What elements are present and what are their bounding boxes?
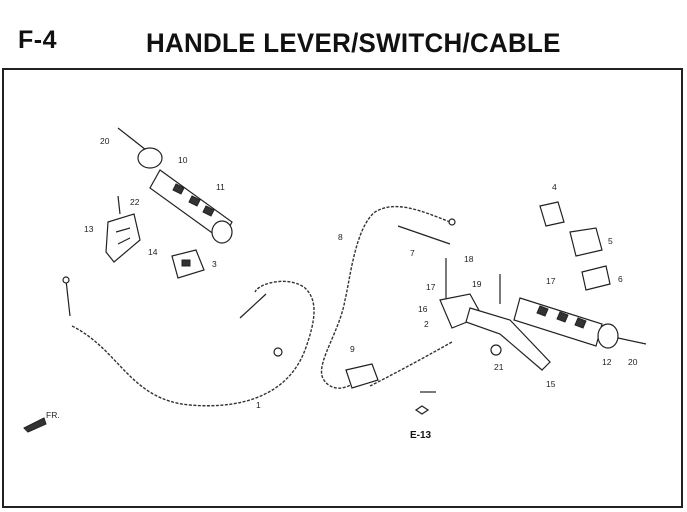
reference-label: E-13 bbox=[410, 430, 432, 441]
cable-8-end bbox=[448, 218, 456, 226]
bracket-screw bbox=[117, 195, 121, 215]
callout-17-left: 17 bbox=[426, 282, 436, 292]
front-marker-label: FR. bbox=[46, 410, 60, 420]
left-bracket-body bbox=[105, 213, 141, 263]
part-9-body bbox=[345, 363, 379, 389]
left-grip-pattern bbox=[172, 183, 215, 217]
left-switch bbox=[171, 249, 205, 279]
throttle-housing bbox=[345, 341, 453, 393]
callout-5: 5 bbox=[608, 236, 613, 246]
throttle-grip-pattern bbox=[536, 305, 587, 329]
callout-21: 21 bbox=[494, 362, 504, 372]
callout-20-left: 20 bbox=[100, 136, 110, 146]
callout-11: 11 bbox=[216, 182, 225, 192]
cable-1-sheath bbox=[71, 280, 315, 407]
callout-6: 6 bbox=[618, 274, 623, 284]
callout-17-right: 17 bbox=[546, 276, 556, 286]
callout-19: 19 bbox=[472, 279, 482, 289]
throttle-grip bbox=[513, 297, 603, 347]
right-grip-assembly bbox=[513, 297, 647, 349]
page-title: HANDLE LEVER/SWITCH/CABLE bbox=[146, 28, 561, 58]
callout-12: 12 bbox=[602, 357, 612, 367]
cable-1-end bbox=[62, 276, 70, 284]
callout-10: 10 bbox=[178, 155, 188, 165]
diagram-frame bbox=[2, 68, 683, 508]
reference-arrow-icon bbox=[414, 405, 430, 415]
figure-code: F-4 bbox=[18, 26, 57, 54]
callout-3: 3 bbox=[212, 259, 217, 269]
bar-end-bolt-left bbox=[117, 127, 147, 151]
callout-22: 22 bbox=[130, 197, 140, 207]
cable-1-clip bbox=[273, 347, 283, 357]
part-6 bbox=[581, 265, 611, 291]
callout-7: 7 bbox=[410, 248, 415, 258]
callout-18: 18 bbox=[464, 254, 474, 264]
cable-1 bbox=[62, 276, 315, 407]
left-switch-button bbox=[181, 259, 191, 267]
part-4 bbox=[539, 201, 565, 227]
reference-marker: E-13 bbox=[410, 405, 432, 441]
bar-end-bolt-right bbox=[617, 337, 647, 345]
callout-9: 9 bbox=[350, 344, 355, 354]
callout-1: 1 bbox=[256, 400, 261, 410]
cable-1-end-rod bbox=[65, 279, 71, 317]
callout-8: 8 bbox=[338, 232, 343, 242]
left-grip-end bbox=[211, 220, 233, 244]
lever-nut bbox=[490, 344, 502, 356]
callout-20-right: 20 bbox=[628, 357, 638, 367]
left-grip-assembly bbox=[117, 127, 233, 244]
right-switch-parts bbox=[539, 201, 611, 291]
callout-14: 14 bbox=[148, 247, 158, 257]
left-lever-bracket bbox=[105, 195, 141, 263]
callout-13: 13 bbox=[84, 224, 94, 234]
right-lever bbox=[465, 307, 551, 371]
cable-1-adjuster bbox=[239, 293, 267, 319]
part-5 bbox=[569, 227, 603, 257]
right-lever-assembly bbox=[439, 258, 551, 371]
front-direction-marker: FR. bbox=[23, 410, 60, 433]
callout-2: 2 bbox=[424, 319, 429, 329]
cable-8-sheath bbox=[320, 205, 451, 389]
front-arrow-icon bbox=[23, 417, 47, 433]
lower-cable bbox=[369, 341, 453, 387]
bar-end-weight-right bbox=[597, 323, 619, 349]
cable-8 bbox=[320, 205, 456, 389]
bar-end-weight-left bbox=[137, 147, 163, 169]
callout-16: 16 bbox=[418, 304, 428, 314]
callout-4: 4 bbox=[552, 182, 557, 192]
cable-8-end-rod bbox=[397, 225, 451, 245]
callout-15: 15 bbox=[546, 379, 556, 389]
left-bracket-detail bbox=[115, 227, 131, 245]
